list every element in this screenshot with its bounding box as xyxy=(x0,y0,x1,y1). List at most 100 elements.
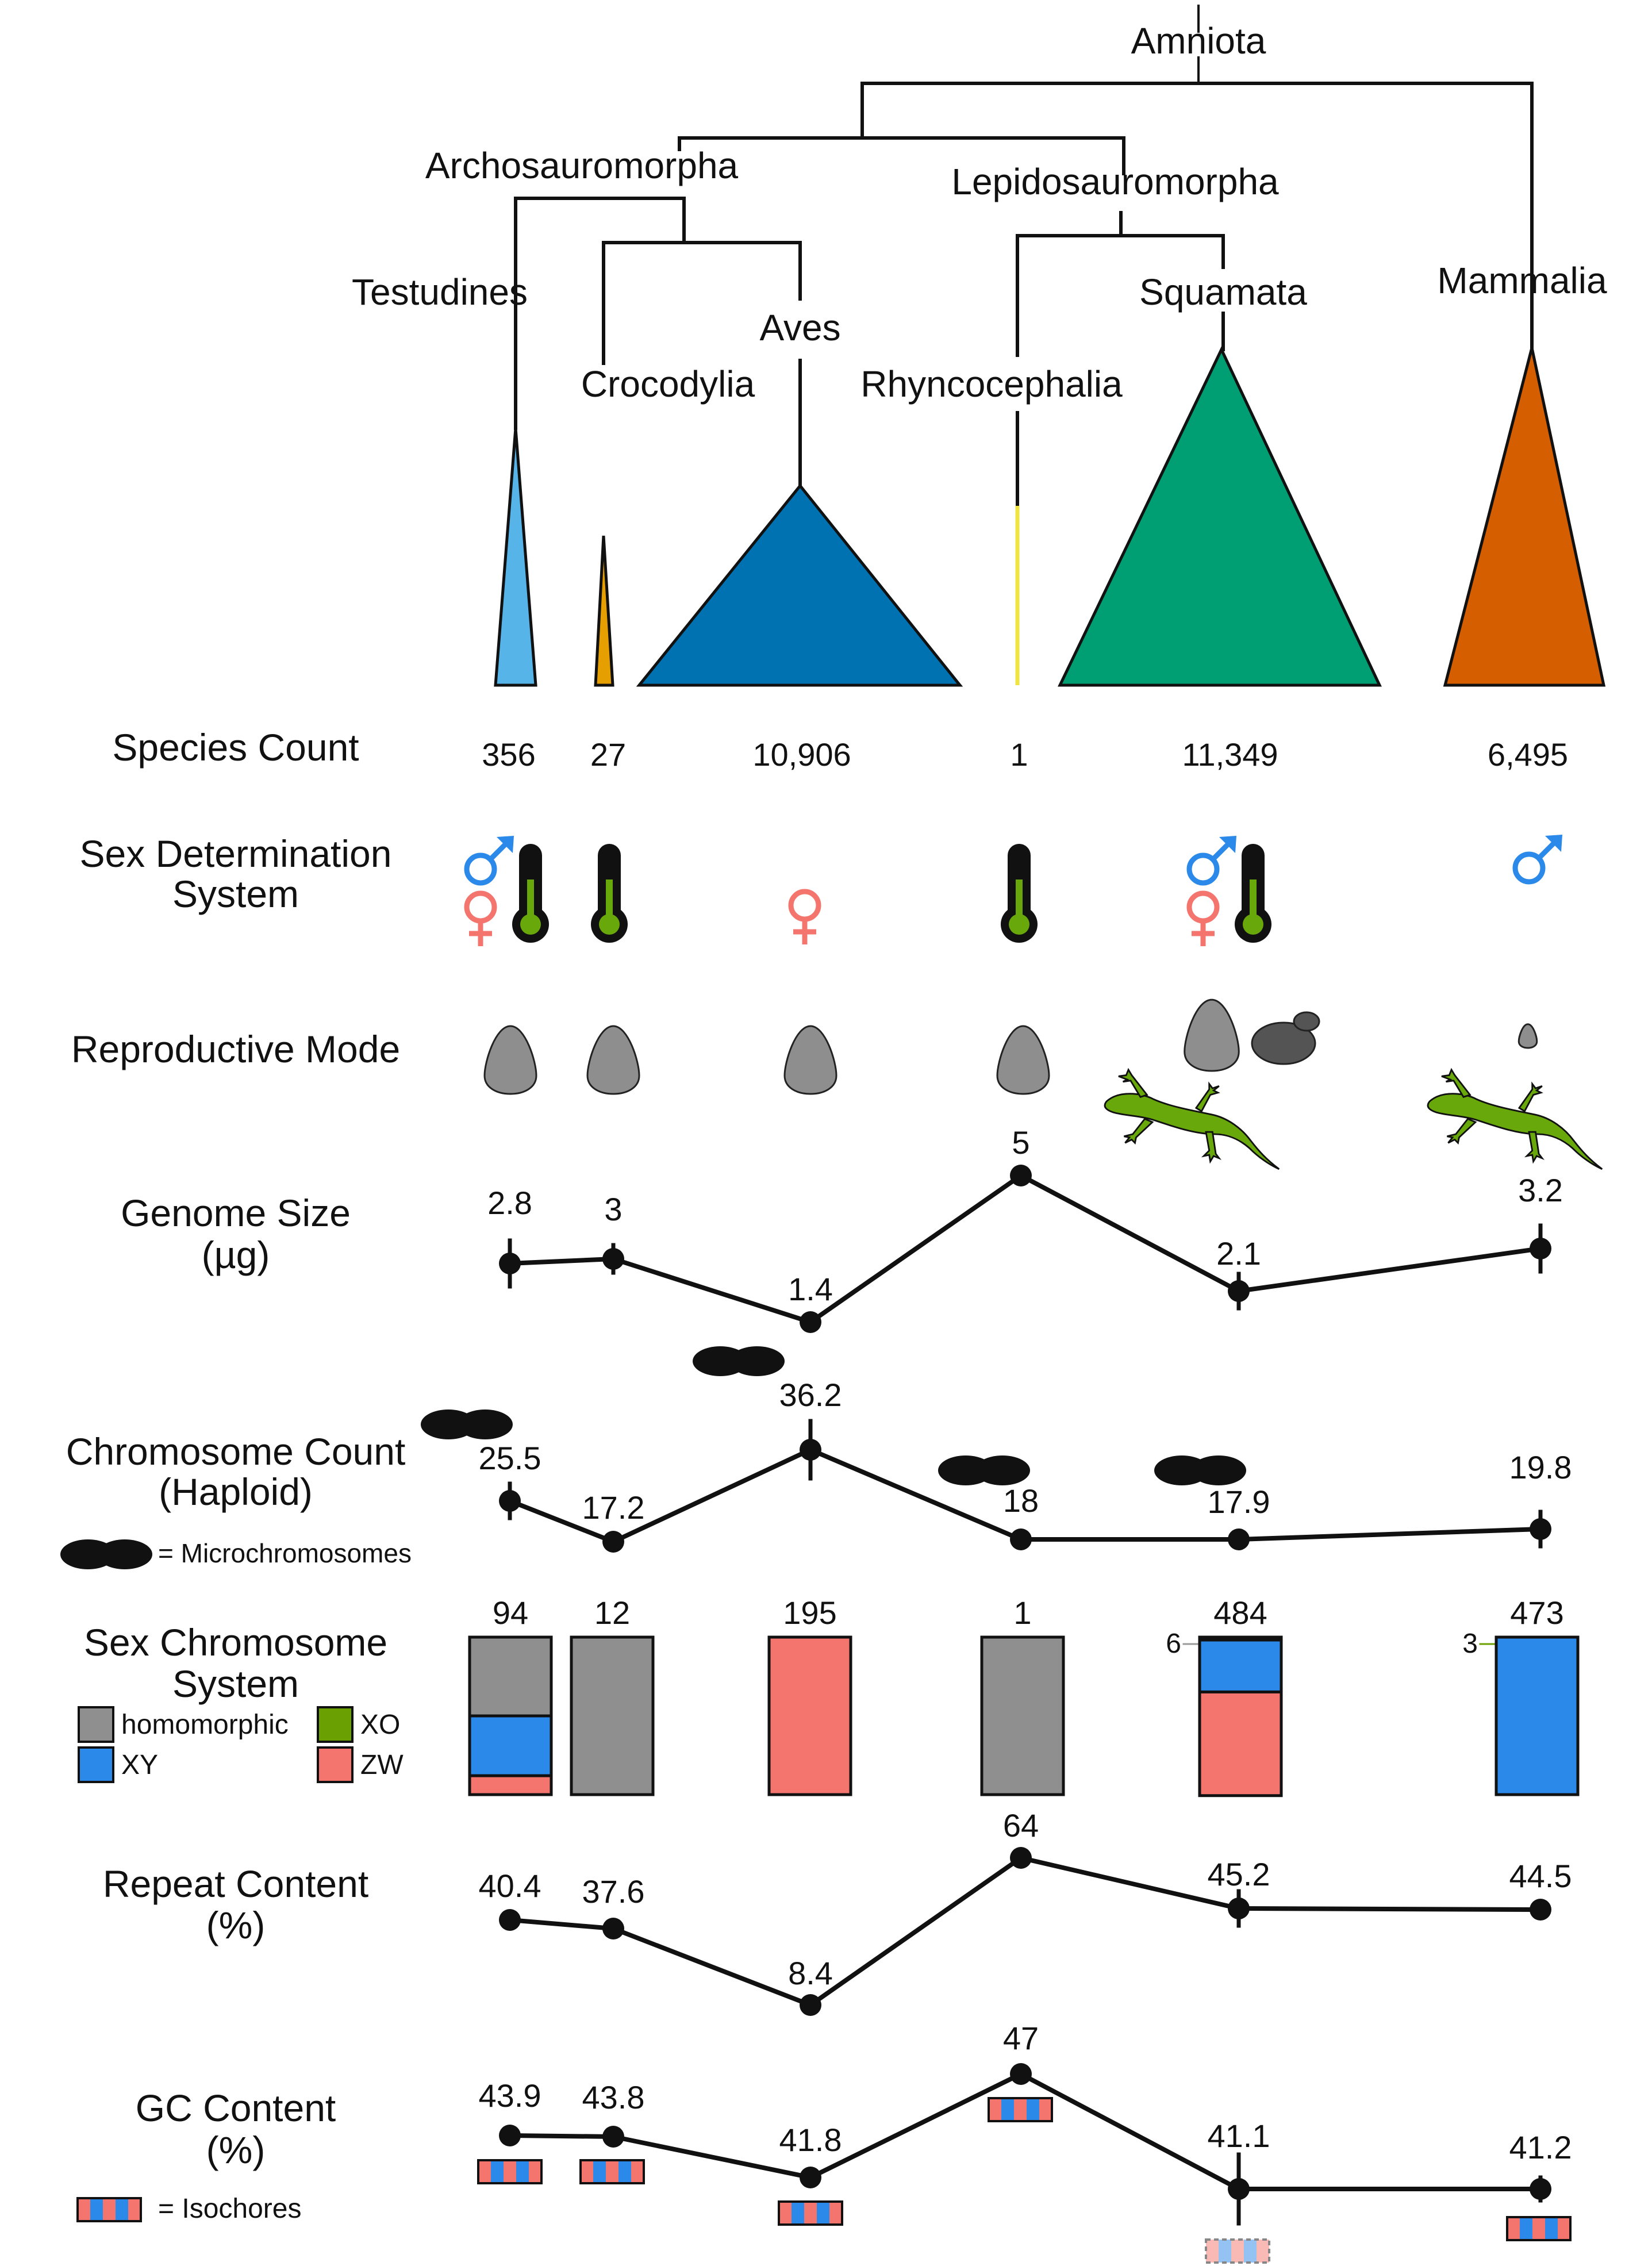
isochore-aves-icon-band-1 xyxy=(792,2202,804,2225)
triangle-testudines xyxy=(494,428,537,687)
sex-chrom-side-count-squamata: 6 xyxy=(1166,1629,1181,1659)
chromosome-count-value-rhyncocephalia: 18 xyxy=(1003,1482,1039,1519)
isochore-aves-icon-band-2 xyxy=(804,2202,817,2225)
row-label-sex-chromosome: Sex Chromosome xyxy=(84,1621,387,1664)
triangle-aves xyxy=(636,483,963,687)
microchromosome-rhyncocephalia-icon: μ xyxy=(938,1455,1030,1485)
isochore-testudines-icon-band-0 xyxy=(478,2160,491,2183)
isochore-crocodylia-icon-band-4 xyxy=(631,2160,644,2183)
isochore-legend-label: = Isochores xyxy=(158,2194,301,2224)
male-symbol-mammalia-icon xyxy=(1512,835,1562,885)
egg-crocodylia-icon xyxy=(586,1025,640,1095)
male-symbol-testudines-icon-ring xyxy=(464,852,497,886)
microchromosome-aves-icon-right xyxy=(729,1346,785,1376)
female-symbol-squamata-icon-ring xyxy=(1186,890,1220,924)
isochore-aves-icon-band-4 xyxy=(829,2202,842,2225)
gc-content-value-crocodylia: 43.8 xyxy=(582,2079,645,2115)
embryo-squamata-icon xyxy=(1251,1021,1316,1065)
sex-chrom-segment-testudines-homomorphic xyxy=(468,1635,553,1718)
row-label-species-count: Species Count xyxy=(112,726,359,769)
microchromosome-testudines-icon-right xyxy=(458,1409,513,1439)
genome-size-value-squamata: 2.1 xyxy=(1216,1235,1261,1272)
clade-label-crocodylia: Crocodylia xyxy=(581,363,755,405)
isochore-testudines-icon-frame xyxy=(477,2159,543,2184)
isochore-mammalia-icon-band-0 xyxy=(1507,2217,1520,2240)
embryo-head-squamata-icon xyxy=(1293,1011,1320,1032)
isochore-rhyncocephalia-icon-band-3 xyxy=(1027,2098,1039,2121)
clade-label-mammalia: Mammalia xyxy=(1437,260,1607,301)
isochore-crocodylia-icon-frame xyxy=(579,2159,645,2184)
sex-chrom-total-squamata: 484 xyxy=(1213,1595,1267,1631)
chromosome-count-point-testudines xyxy=(499,1490,521,1512)
species-count-squamata: 11,349 xyxy=(1182,736,1278,773)
male-symbol-squamata-icon-ring xyxy=(1186,852,1220,886)
repeat-content-point-squamata xyxy=(1228,1898,1250,1919)
sex-chrom-segment-crocodylia-homomorphic xyxy=(570,1635,655,1796)
isochore-mammalia-icon-band-2 xyxy=(1532,2217,1545,2240)
row-label-genome-size: Genome Size xyxy=(121,1192,351,1234)
repeat-content-value-mammalia: 44.5 xyxy=(1509,1858,1572,1894)
sex-chrom-side-count-mammalia: 3 xyxy=(1462,1629,1478,1659)
isochore-squamata-icon-band-2 xyxy=(1231,2240,1244,2263)
sex-chrom-legend-homomorphic-swatch xyxy=(78,1706,114,1743)
genome-size-point-rhyncocephalia xyxy=(1010,1165,1032,1186)
sex-chrom-total-aves: 195 xyxy=(783,1595,836,1631)
microchromosome-aves-icon-mu: μ xyxy=(731,1347,745,1374)
egg-squamata-icon xyxy=(1184,998,1240,1072)
chromosome-count-value-squamata: 17.9 xyxy=(1208,1484,1270,1520)
isochore-crocodylia-icon-band-1 xyxy=(593,2160,606,2183)
gc-content-point-crocodylia xyxy=(602,2126,624,2148)
gc-content-value-testudines: 43.9 xyxy=(479,2077,541,2114)
isochore-rhyncocephalia-icon-frame xyxy=(988,2097,1053,2122)
thermometer-testudines-icon-fill xyxy=(527,879,534,925)
isochore-squamata-icon-band-0 xyxy=(1206,2240,1219,2263)
gc-content-point-mammalia xyxy=(1530,2178,1551,2200)
repeat-content-point-testudines xyxy=(499,1909,521,1931)
microchromosome-testudines-icon-mu: μ xyxy=(459,1411,473,1438)
row-label-repeat-content-unit: (%) xyxy=(206,1904,266,1946)
chromosome-count-value-crocodylia: 17.2 xyxy=(582,1489,645,1526)
repeat-content-line xyxy=(509,1856,1541,2007)
sex-chrom-total-mammalia: 473 xyxy=(1510,1595,1563,1631)
isochore-legend-icon-band-2 xyxy=(103,2198,116,2221)
row-label-sex-determination-2: System xyxy=(172,873,299,915)
isochore-rhyncocephalia-icon xyxy=(988,2097,1053,2122)
repeat-content-value-rhyncocephalia: 64 xyxy=(1003,1807,1039,1843)
row-label-chromosome-count: Chromosome Count xyxy=(66,1430,406,1473)
gc-content-value-mammalia: 41.2 xyxy=(1509,2129,1572,2165)
gc-content-point-testudines xyxy=(499,2125,521,2146)
isochore-mammalia-icon-band-4 xyxy=(1558,2217,1570,2240)
gc-content-point-aves xyxy=(800,2167,821,2188)
thermometer-crocodylia-icon-fill xyxy=(606,879,613,925)
thermometer-crocodylia-icon xyxy=(591,844,628,943)
gc-content-point-squamata xyxy=(1228,2178,1250,2200)
isochore-legend-icon xyxy=(76,2197,142,2222)
isochore-rhyncocephalia-icon-band-2 xyxy=(1014,2098,1027,2121)
thermometer-testudines-icon-bulb-fill xyxy=(520,914,541,935)
genome-size-value-rhyncocephalia: 5 xyxy=(1012,1124,1029,1161)
sex-chrom-segment-squamata-zw xyxy=(1198,1690,1283,1798)
isochore-testudines-icon-band-3 xyxy=(516,2160,529,2183)
gc-content-value-squamata: 41.1 xyxy=(1208,2118,1270,2154)
gc-content-line xyxy=(509,2072,1540,2191)
genome-size-point-mammalia xyxy=(1530,1238,1551,1259)
sex-chrom-segment-mammalia-xy xyxy=(1495,1635,1580,1796)
chromosome-count-point-rhyncocephalia xyxy=(1010,1528,1032,1550)
repeat-content-value-aves: 8.4 xyxy=(788,1955,833,1991)
sex-chrom-total-crocodylia: 12 xyxy=(594,1595,630,1631)
sex-chrom-segment-testudines-zw xyxy=(468,1774,553,1796)
lizard-mammalia-icon xyxy=(1427,1069,1603,1170)
chromosome-count-value-aves: 36.2 xyxy=(779,1377,842,1413)
isochore-crocodylia-icon-band-3 xyxy=(618,2160,631,2183)
microchromosome-rhyncocephalia-icon-mu: μ xyxy=(977,1457,990,1484)
isochore-aves-icon-band-0 xyxy=(779,2202,792,2225)
chromosome-count-point-mammalia xyxy=(1530,1518,1551,1540)
thermometer-testudines-icon xyxy=(512,844,549,943)
row-label-chromosome-count-2: (Haploid) xyxy=(159,1470,313,1513)
repeat-content-point-mammalia xyxy=(1530,1899,1551,1921)
sex-chrom-segment-testudines-xy xyxy=(468,1714,553,1777)
isochore-mammalia-icon-band-1 xyxy=(1520,2217,1532,2240)
genome-size-point-aves xyxy=(800,1311,821,1333)
row-label-sex-chromosome-2: System xyxy=(172,1662,299,1705)
thermometer-rhyncocephalia-icon-bulb-fill xyxy=(1009,914,1029,935)
